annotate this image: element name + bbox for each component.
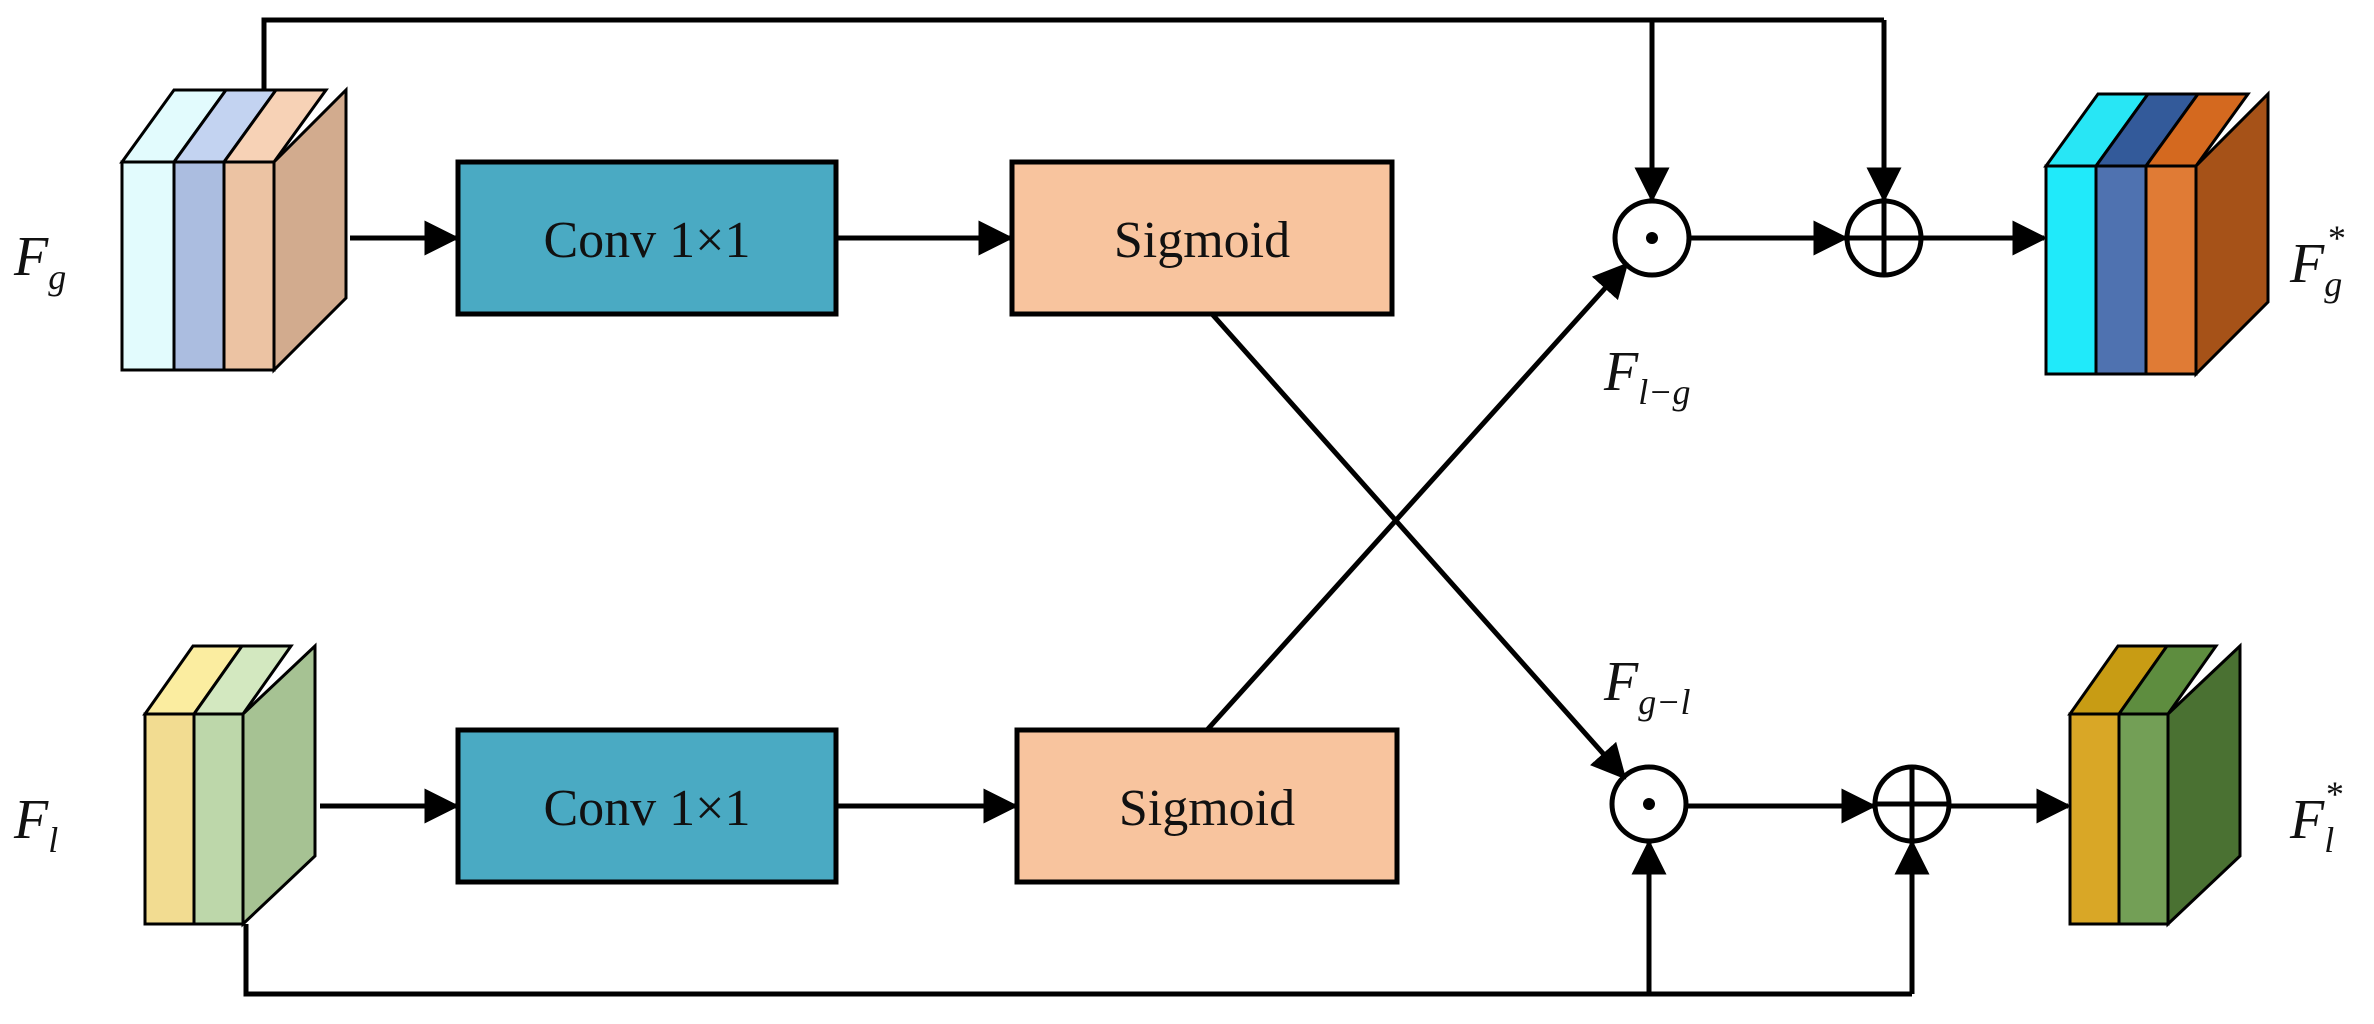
- conv-block-top-label: Conv 1×1: [543, 212, 750, 269]
- sigmoid-block-top-rect: [1009, 159, 1395, 317]
- multiply-operator-top: [1612, 198, 1692, 278]
- skip-line-fl-bottom: [243, 924, 1912, 997]
- tensor-fl-output: [2067, 642, 2242, 928]
- tensor-fg-input-slice-2: [172, 160, 226, 372]
- tensor-fl-input: [142, 642, 317, 928]
- tensor-fl-input-slice-2-top: [191, 644, 294, 716]
- tensor-fg-output-slice-1: [2044, 164, 2098, 376]
- arrow-sigmoid-top-to-mul-bottom: [1210, 312, 1627, 780]
- tensor-fg-output-slice-3-top: [2143, 92, 2251, 168]
- conv-block-bottom-rect: [455, 727, 839, 885]
- tensor-fl-output-side: [2166, 642, 2242, 928]
- label-fl-output: Fl*: [2289, 774, 2342, 860]
- tensor-fl-input-slice-2: [192, 712, 245, 926]
- tensor-fg-output-slice-3: [2144, 164, 2198, 376]
- tensor-fg-input-slice-3: [222, 160, 276, 372]
- conv-block-top-rect: [455, 159, 839, 317]
- tensor-fl-output-slice-2: [2117, 712, 2170, 926]
- tensor-fg-input-slice-1: [120, 160, 176, 372]
- tensor-fg-output-slice-2: [2094, 164, 2148, 376]
- tensor-fl-input-side: [241, 642, 317, 928]
- multiply-operator-bottom: [1609, 764, 1689, 844]
- sigmoid-block-top-label: Sigmoid: [1114, 212, 1290, 269]
- tensor-fl-input-slice-1: [143, 712, 196, 926]
- label-fl: Fl: [13, 789, 58, 860]
- label-fg-output: Fg*: [2289, 218, 2344, 304]
- multiply-operator-bottom-dot: [1643, 798, 1655, 810]
- tensor-fg-input-slice-3-top: [221, 88, 329, 164]
- conv-block-top: Conv 1×1: [455, 159, 839, 317]
- sigmoid-block-top: Sigmoid: [1009, 159, 1395, 317]
- conv-block-bottom: Conv 1×1: [455, 727, 839, 885]
- add-operator-bottom: [1872, 764, 1952, 844]
- conv-block-bottom-label: Conv 1×1: [543, 780, 750, 837]
- tensor-fl-output-slice-1: [2068, 712, 2121, 926]
- tensor-fg-input-side: [272, 86, 348, 374]
- label-f-lg: Fl−g: [1603, 341, 1691, 412]
- label-f-gl: Fg−l: [1603, 651, 1691, 722]
- sigmoid-block-bottom: Sigmoid: [1014, 727, 1400, 885]
- tensor-fg-output: [2043, 90, 2270, 378]
- arrow-sigmoid-bottom-to-mul-top: [1205, 262, 1629, 732]
- tensor-fg-input: [119, 86, 348, 374]
- label-fg: Fg: [13, 226, 66, 297]
- tensor-fl-output-slice-2-top: [2116, 644, 2219, 716]
- add-operator-top: [1844, 198, 1924, 278]
- multiply-operator-top-dot: [1646, 232, 1658, 244]
- connections: [243, 17, 2072, 997]
- tensor-fg-output-side: [2194, 90, 2270, 378]
- skip-line-fg-top: [261, 17, 1884, 90]
- sigmoid-block-bottom-label: Sigmoid: [1119, 780, 1295, 837]
